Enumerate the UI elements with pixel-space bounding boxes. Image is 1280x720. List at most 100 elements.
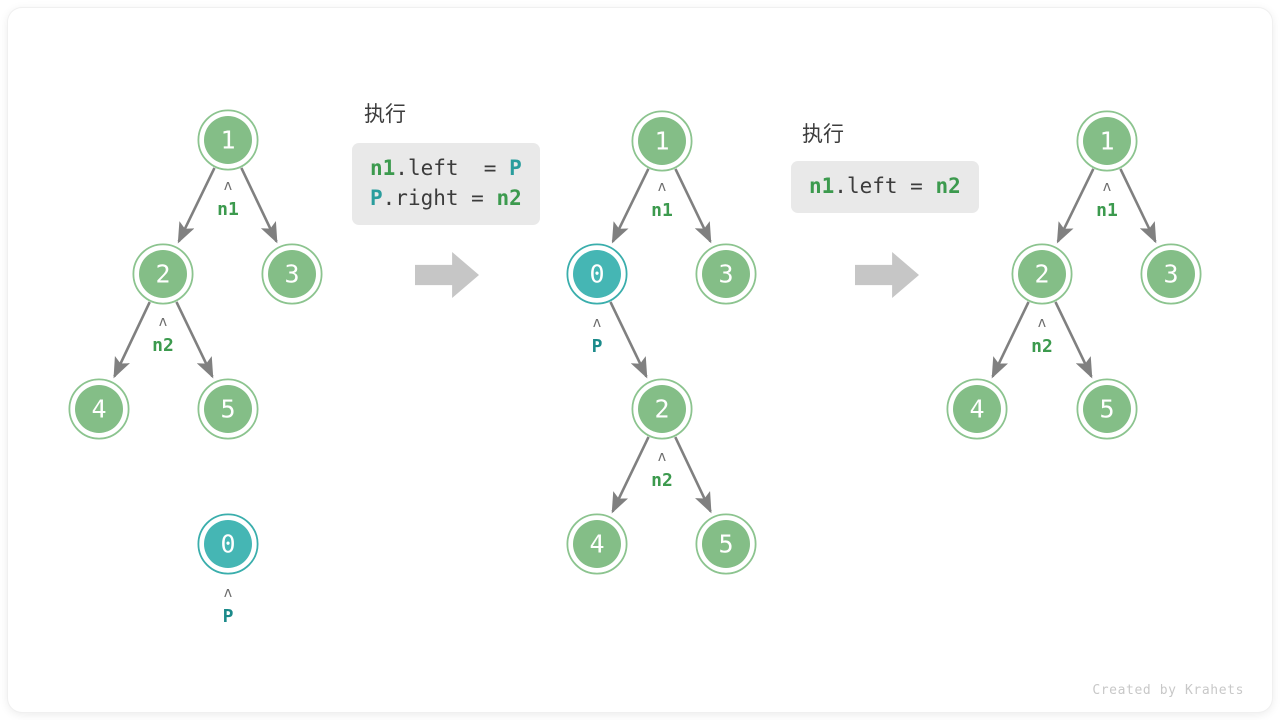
node-circle: [139, 250, 187, 298]
tree-node: 5: [1076, 378, 1138, 440]
pointer-caret-icon: ʌ: [658, 449, 666, 465]
tree-edge: [674, 436, 712, 514]
pointer-caret-icon: ʌ: [159, 314, 167, 330]
flow-arrows-layer: [415, 252, 919, 298]
node-white-ring: [1142, 245, 1200, 303]
tree-edge: [1054, 301, 1093, 379]
tree-edge: [1056, 168, 1095, 244]
node-circle: [573, 250, 621, 298]
node-circle: [638, 385, 686, 433]
node-value: 2: [155, 260, 170, 289]
tree-node: 5: [695, 513, 757, 575]
node-outer-ring: [132, 243, 194, 305]
node-circle: [1083, 385, 1131, 433]
tree-node: 2: [1011, 243, 1073, 305]
node-white-ring: [134, 245, 192, 303]
tree-edge: [240, 167, 278, 244]
tree-edge: [177, 167, 216, 244]
node-circle: [702, 520, 750, 568]
node-white-ring: [263, 245, 321, 303]
node-value: 4: [969, 395, 984, 424]
pointer-caret-icon: ʌ: [658, 179, 666, 195]
code-line: n1.left = n2: [809, 171, 961, 201]
execute-label: 执行: [364, 103, 406, 126]
node-circle: [1018, 250, 1066, 298]
node-outer-ring: [197, 378, 259, 440]
node-circle: [573, 520, 621, 568]
node-value: 1: [654, 127, 669, 156]
node-value: 1: [1099, 127, 1114, 156]
pointer-caret-icon: ʌ: [1103, 179, 1111, 195]
node-circle: [204, 385, 252, 433]
tree-edge: [113, 301, 151, 379]
node-white-ring: [199, 515, 257, 573]
node-value: 1: [220, 126, 235, 155]
tree-node: 1: [631, 110, 693, 172]
node-outer-ring: [695, 243, 757, 305]
node-value: 3: [1163, 260, 1178, 289]
node-circle: [638, 117, 686, 165]
node-white-ring: [1078, 112, 1136, 170]
node-outer-ring: [695, 513, 757, 575]
pointer-n2: n2: [1031, 336, 1053, 357]
pointer-n1: n1: [217, 199, 239, 220]
node-white-ring: [633, 380, 691, 438]
node-value: 0: [589, 260, 604, 289]
node-value: 4: [91, 395, 106, 424]
pointer-p: P: [223, 606, 234, 627]
node-outer-ring: [261, 243, 323, 305]
node-outer-ring: [631, 378, 693, 440]
pointer-caret-icon: ʌ: [224, 178, 232, 194]
node-circle: [1147, 250, 1195, 298]
node-white-ring: [697, 515, 755, 573]
node-value: 3: [284, 260, 299, 289]
node-value: 5: [220, 395, 235, 424]
node-outer-ring: [197, 109, 259, 171]
tree-node: 0: [566, 243, 628, 305]
code-token: .left =: [395, 156, 510, 180]
tree-edge: [609, 301, 648, 379]
edges-layer: [113, 167, 1157, 514]
node-circle: [702, 250, 750, 298]
tree-node: 1: [1076, 110, 1138, 172]
code-token: P: [370, 186, 383, 210]
tree-node: 3: [1140, 243, 1202, 305]
tree-node: 5: [197, 378, 259, 440]
watermark: Created by Krahets: [1092, 683, 1244, 698]
node-outer-ring: [946, 378, 1008, 440]
code-token: P: [509, 156, 522, 180]
flow-arrow-1: [415, 252, 479, 298]
node-white-ring: [948, 380, 1006, 438]
node-circle: [204, 116, 252, 164]
node-value: 0: [220, 530, 235, 559]
pointer-n2: n2: [152, 335, 174, 356]
node-value: 3: [718, 260, 733, 289]
code-token: n1: [809, 174, 835, 198]
tree-node: 3: [261, 243, 323, 305]
code-line: n1.left = P: [370, 153, 522, 183]
node-outer-ring: [1076, 378, 1138, 440]
code-token: n2: [496, 186, 522, 210]
tree-node: 4: [566, 513, 628, 575]
tree-edge: [674, 168, 712, 244]
node-white-ring: [1078, 380, 1136, 438]
node-white-ring: [70, 380, 128, 438]
node-white-ring: [1013, 245, 1071, 303]
flow-arrow-2: [855, 252, 919, 298]
code-token: n2: [935, 174, 961, 198]
pointer-caret-icon: ʌ: [224, 585, 232, 601]
node-outer-ring: [1011, 243, 1073, 305]
node-white-ring: [633, 112, 691, 170]
node-value: 4: [589, 530, 604, 559]
pointer-n1: n1: [1096, 200, 1118, 221]
code-line: P.right = n2: [370, 183, 522, 213]
node-circle: [953, 385, 1001, 433]
node-value: 5: [1099, 395, 1114, 424]
tree-edge: [991, 301, 1030, 379]
tree-node: 4: [946, 378, 1008, 440]
